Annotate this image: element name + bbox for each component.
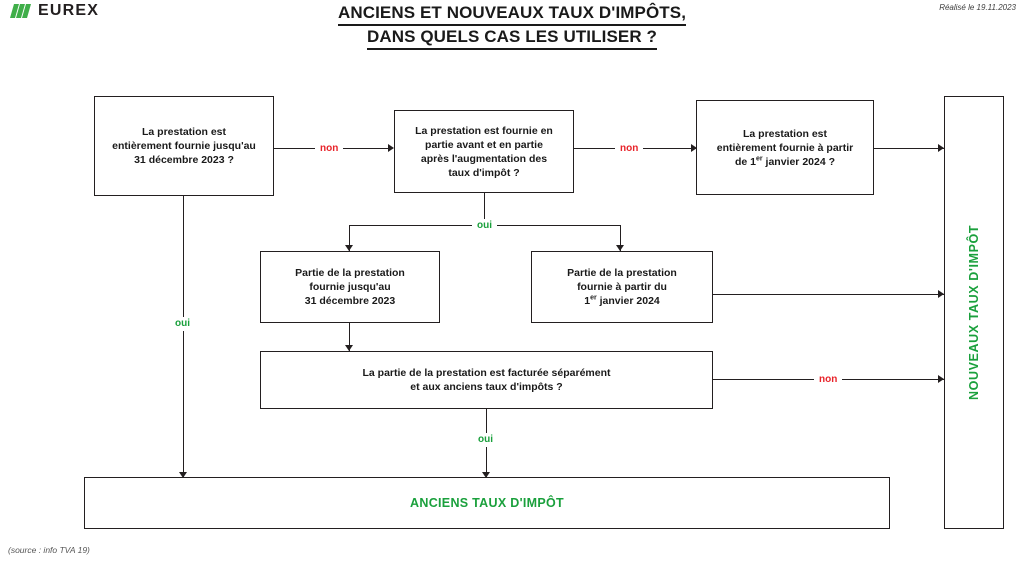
- node-q1[interactable]: La prestation est entièrement fournie ju…: [94, 96, 274, 196]
- arrowhead-q4-result-old: [482, 472, 490, 478]
- brand-logo: EUREX: [10, 2, 99, 20]
- page-title-line-1: ANCIENS ET NOUVEAUX TAUX D'IMPÔTS,: [337, 2, 687, 26]
- node-q1-line-3: 31 décembre 2023 ?: [134, 154, 234, 166]
- node-part-new-line-1: Partie de la prestation: [567, 267, 677, 279]
- node-result-old[interactable]: ANCIENS TAUX D'IMPÔT: [84, 477, 890, 529]
- node-q2-line-1: La prestation est fournie en: [415, 124, 553, 137]
- edge-label-q2-yes: oui: [472, 219, 497, 233]
- connector-q1-down: [183, 196, 185, 479]
- node-q3-line-1: La prestation est: [742, 127, 828, 140]
- connector-q2-down: [484, 193, 486, 226]
- edge-label-q2-q3: non: [615, 142, 644, 156]
- arrowhead-q1-result-old: [179, 472, 187, 478]
- node-part-old[interactable]: Partie de la prestation fournie jusqu'au…: [260, 251, 440, 323]
- date-stamp: Réalisé le 19.11.2023: [939, 3, 1016, 12]
- brand-name: EUREX: [38, 2, 100, 19]
- result-new-label: NOUVEAUX TAUX D'IMPÔT: [967, 224, 981, 401]
- node-q1-line-1: La prestation est: [141, 126, 227, 138]
- node-q3-line-3: de 1er janvier 2024 ?: [734, 155, 836, 168]
- node-part-new-line-2: fournie à partir du: [577, 281, 667, 293]
- node-q2[interactable]: La prestation est fournie en partie avan…: [394, 110, 574, 193]
- connector-part-old-down: [349, 323, 351, 351]
- node-part-old-line-3: 31 décembre 2023: [304, 295, 396, 307]
- edge-label-q4-yes: oui: [473, 433, 498, 447]
- connector-part-new-result: [713, 294, 944, 296]
- arrowhead-part-new-result: [938, 290, 944, 298]
- edge-label-q4-no: non: [814, 373, 843, 387]
- node-part-old-line-2: fournie jusqu'au: [309, 281, 391, 293]
- connector-split-left: [349, 225, 351, 251]
- page-title-line-2: DANS QUELS CAS LES UTILISER ?: [366, 26, 658, 50]
- node-q2-line-3: après l'augmentation des: [420, 152, 548, 165]
- result-old-label: ANCIENS TAUX D'IMPÔT: [410, 496, 564, 510]
- node-part-new[interactable]: Partie de la prestation fournie à partir…: [531, 251, 713, 323]
- node-q3-line-2: entièrement fournie à partir: [716, 141, 854, 154]
- node-q4[interactable]: La partie de la prestation est facturée …: [260, 351, 713, 409]
- arrowhead-part-old-q4: [345, 345, 353, 351]
- node-part-new-line-3: 1er janvier 2024: [584, 294, 660, 308]
- connector-split-right: [620, 225, 622, 251]
- arrowhead-q3-result-new: [938, 144, 944, 152]
- arrowhead-q4-result-new: [938, 375, 944, 383]
- edge-label-q1-q2: non: [315, 142, 344, 156]
- node-result-new[interactable]: NOUVEAUX TAUX D'IMPÔT: [944, 96, 1004, 529]
- arrowhead-to-part-new: [616, 245, 624, 251]
- node-q4-line-1: La partie de la prestation est facturée …: [362, 367, 611, 379]
- arrowhead-q1-q2: [388, 144, 394, 152]
- node-part-old-line-1: Partie de la prestation: [295, 267, 405, 279]
- arrowhead-q2-q3: [691, 144, 697, 152]
- page-title: ANCIENS ET NOUVEAUX TAUX D'IMPÔTS, DANS …: [0, 2, 1024, 50]
- node-q2-line-4: taux d'impôt ?: [448, 166, 520, 179]
- node-q1-line-2: entièrement fournie jusqu'au: [112, 140, 256, 152]
- edge-label-q1-yes: oui: [170, 317, 195, 331]
- arrowhead-to-part-old: [345, 245, 353, 251]
- source-note: (source : info TVA 19): [8, 545, 90, 555]
- node-q3[interactable]: La prestation est entièrement fournie à …: [696, 100, 874, 195]
- node-q2-line-2: partie avant et en partie: [425, 138, 543, 151]
- eurex-slashes-logo-icon: [10, 4, 31, 18]
- node-q4-line-2: et aux anciens taux d'impôts ?: [410, 381, 563, 393]
- connector-q3-result-new: [874, 148, 944, 150]
